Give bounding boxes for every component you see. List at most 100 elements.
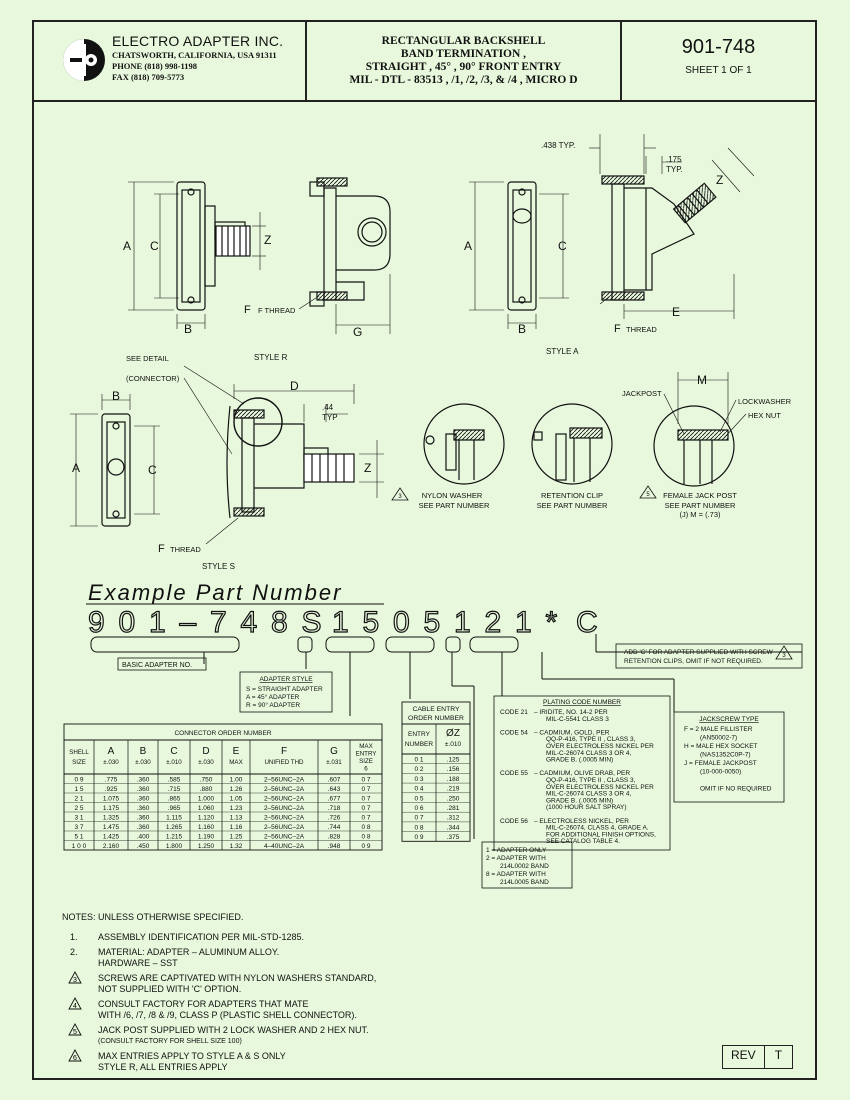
note-text: SCREWS ARE CAPTIVATED WITH NYLON WASHERS… xyxy=(98,973,377,983)
note-text: MAX ENTRIES APPLY TO STYLE A & S ONLY xyxy=(98,1051,286,1061)
part-number-char: 0 xyxy=(119,606,136,639)
connector-table-cell: 1.250 xyxy=(198,843,215,850)
cable-table-cell: .375 xyxy=(447,834,460,841)
connector-table-cell: 1.215 xyxy=(166,834,183,841)
plating-desc: OVER ELECTROLESS NICKEL PER xyxy=(546,784,654,791)
cable-table-cell: 0 6 xyxy=(414,805,423,812)
part-number-char: 1 xyxy=(454,606,471,639)
connector-table-cell: 1.075 xyxy=(103,796,120,803)
plating-desc: – IRIDITE, NO. 14-2 PER xyxy=(534,709,608,716)
rev-value: T xyxy=(763,1046,792,1068)
svg-text:6: 6 xyxy=(73,1055,77,1062)
note-text: (CONSULT FACTORY FOR SHELL SIZE 100) xyxy=(98,1038,242,1045)
svg-text:3: 3 xyxy=(782,653,786,659)
company-name: ELECTRO ADAPTER INC. xyxy=(112,33,284,49)
svg-text:A: A xyxy=(72,461,80,475)
connector-table-header: 6 xyxy=(364,766,368,773)
connector-table-cell: 1.800 xyxy=(166,843,183,850)
cable-table-title: CABLE ENTRY xyxy=(412,706,460,713)
lockwasher-label: LOCKWASHER xyxy=(738,397,792,406)
cable-table-header: ENTRY xyxy=(408,731,431,738)
part-number-char: – xyxy=(180,606,197,639)
title-line: RECTANGULAR BACKSHELL xyxy=(381,35,546,47)
connector-table-cell: 1.190 xyxy=(198,834,215,841)
connector-table-cell: .360 xyxy=(137,824,150,831)
part-number-char: 5 xyxy=(424,606,441,639)
part-number-char: S xyxy=(302,606,322,639)
notes-header: NOTES: UNLESS OTHERWISE SPECIFIED. xyxy=(62,912,244,922)
connector-table-cell: 0 8 xyxy=(361,834,370,841)
rev-label: REV xyxy=(731,1048,756,1062)
svg-text:G: G xyxy=(353,325,362,339)
title-line: STRAIGHT , 45° , 90° FRONT ENTRY xyxy=(365,61,562,73)
f-thread-label: F THREAD xyxy=(258,306,296,315)
drawing-border xyxy=(32,20,817,1080)
connector-table-cell: 2–56UNC–2A xyxy=(264,834,305,841)
note-text: CONSULT FACTORY FOR ADAPTERS THAT MATE xyxy=(98,999,309,1009)
cable-table-cell: 0 8 xyxy=(414,824,423,831)
connector-table-cell: .925 xyxy=(105,786,118,793)
dim-175-label: .175 xyxy=(666,155,682,164)
band-option-line: 2 = ADAPTER WITH xyxy=(486,855,546,862)
part-number-char: 8 xyxy=(271,606,288,639)
cable-table-cell: 0 5 xyxy=(414,795,423,802)
connector-table-header: E xyxy=(233,746,240,757)
title-line: MIL - DTL - 83513 , /1, /2, /3, & /4 , M… xyxy=(349,74,578,86)
detail-jack-sub: SEE PART NUMBER xyxy=(665,501,736,510)
note-text: JACK POST SUPPLIED WITH 2 LOCK WASHER AN… xyxy=(98,1025,369,1035)
connector-table-cell: .360 xyxy=(137,777,150,784)
svg-text:C: C xyxy=(150,239,159,253)
connector-table-cell: 1.00 xyxy=(230,777,243,784)
connector-table-header: ±.010 xyxy=(166,759,182,766)
connector-table-header: ±.030 xyxy=(135,759,151,766)
svg-text:A: A xyxy=(464,239,472,253)
connector-table-cell: 3 7 xyxy=(74,824,83,831)
svg-text:3: 3 xyxy=(398,494,402,500)
detail-nylon-washer xyxy=(423,403,505,485)
plating-desc: GRADE B. (.0005 MIN) xyxy=(546,797,613,804)
connector-table-cell: .775 xyxy=(105,777,118,784)
see-detail-label: SEE DETAIL xyxy=(126,354,169,363)
connector-table-header: SIZE xyxy=(359,758,373,765)
connector-table-cell: 1.175 xyxy=(103,805,120,812)
connector-table-cell: 1.160 xyxy=(198,824,215,831)
connector-table-cell: .880 xyxy=(200,786,213,793)
typ-label: TYP. xyxy=(666,165,683,174)
dim-438-label: .438 TYP. xyxy=(541,141,575,150)
note-text: WITH /6, /7, /8 & /9, CLASS P (PLASTIC S… xyxy=(98,1010,357,1020)
connector-table-cell: 2–56UNC–2A xyxy=(264,815,305,822)
connector-table-header: MAX xyxy=(229,759,242,766)
part-number-char: C xyxy=(576,606,598,639)
cable-table-cell: .156 xyxy=(447,766,460,773)
cable-table-cell: 0 3 xyxy=(414,776,423,783)
cable-table-cell: 0 9 xyxy=(414,834,423,841)
company-logo xyxy=(63,39,105,81)
part-number-char: 1 xyxy=(515,606,532,639)
connector-table-cell: .744 xyxy=(328,824,341,831)
connector-table-cell: .360 xyxy=(137,786,150,793)
note-text: HARDWARE – SST xyxy=(98,958,178,968)
connector-table-header: ±.031 xyxy=(326,759,342,766)
detail-female-jack-post xyxy=(653,372,747,487)
plating-desc: MIL-C-26074 CLASS 3 OR 4, xyxy=(546,750,631,757)
svg-text:B: B xyxy=(112,389,120,403)
connector-table-cell: 2.160 xyxy=(103,843,120,850)
connector-table-header: ±.030 xyxy=(198,759,214,766)
cable-table-cell: .188 xyxy=(447,776,460,783)
connector-table-cell: .400 xyxy=(137,834,150,841)
cable-table-cell: .344 xyxy=(447,824,460,831)
plating-desc: GRADE B. (.0005 MIN) xyxy=(546,757,613,764)
detail-nylon-title: NYLON WASHER xyxy=(422,491,483,500)
connector-table-cell: 4–40UNC–2A xyxy=(264,843,305,850)
style-a-side-view xyxy=(589,134,755,319)
typ2-label: TYP xyxy=(322,413,338,422)
connector-table-cell: 1.475 xyxy=(103,824,120,831)
style-a-front-view xyxy=(469,181,569,329)
note-text: NOT SUPPLIED WITH 'C' OPTION. xyxy=(98,984,242,994)
connector-table-cell: 1.32 xyxy=(230,843,243,850)
connector-table-cell: 1.425 xyxy=(103,834,120,841)
plating-desc: – CADMIUM, OLIVE DRAB, PER xyxy=(534,770,630,777)
